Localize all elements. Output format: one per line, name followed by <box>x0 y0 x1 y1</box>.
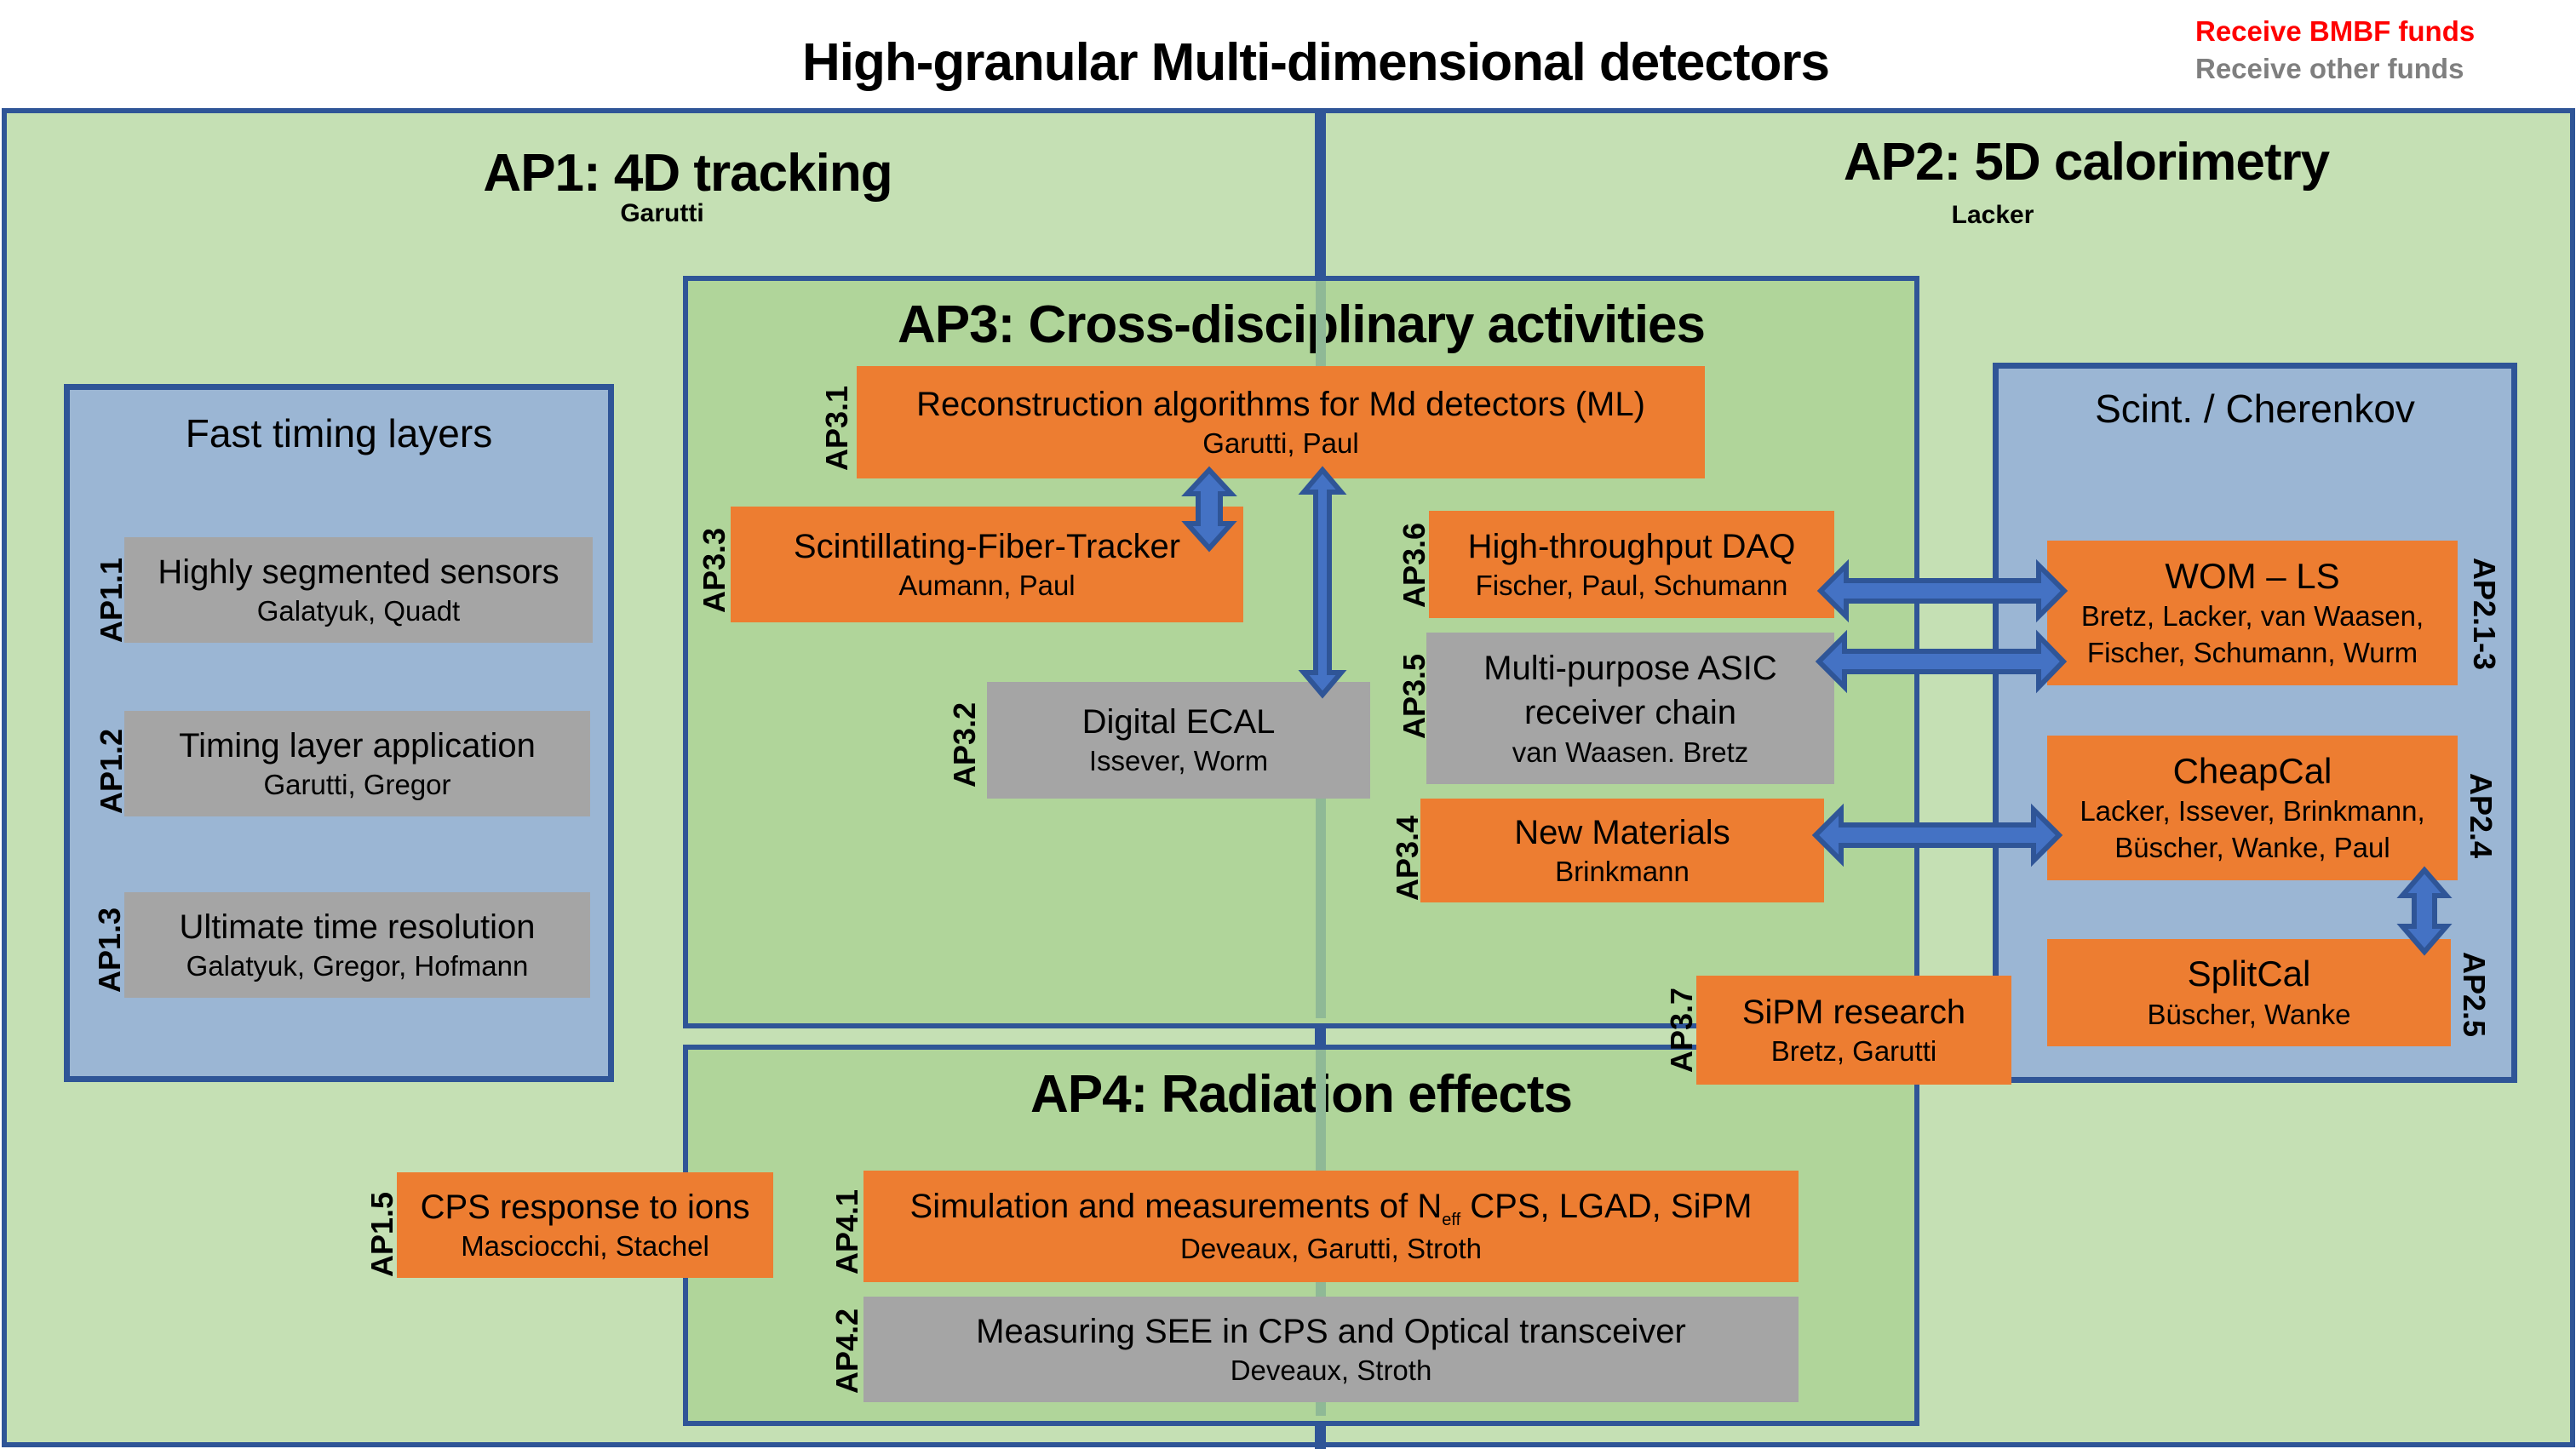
wp-title-sub: eff <box>1442 1211 1461 1230</box>
wp-title: Timing layer application <box>179 726 536 765</box>
wp-people-line1: Lacker, Issever, Brinkmann, <box>2080 795 2425 828</box>
wp-people: Aumann, Paul <box>898 569 1076 601</box>
wp-title: Scintillating-Fiber-Tracker <box>793 527 1181 565</box>
wp-ap3-7[interactable]: SiPM research Bretz, Garutti <box>1696 976 2011 1085</box>
wp-people: Garutti, Paul <box>1202 427 1359 459</box>
wp-people: Galatyuk, Gregor, Hofmann <box>186 949 529 982</box>
wp-ap4-2[interactable]: Measuring SEE in CPS and Optical transce… <box>863 1297 1799 1402</box>
wp-code-ap1-3: AP1.3 <box>92 907 127 993</box>
wp-ap1-1[interactable]: Highly segmented sensors Galatyuk, Quadt <box>124 537 593 643</box>
wp-code-ap2-1-3: AP2.1-3 <box>2467 558 2502 671</box>
wp-title: Reconstruction algorithms for Md detecto… <box>916 385 1645 423</box>
wp-ap4-1[interactable]: Simulation and measurements of Neff CPS,… <box>863 1171 1799 1282</box>
wp-ap2-1-3[interactable]: WOM – LS Bretz, Lacker, van Waasen, Fisc… <box>2047 541 2458 685</box>
wp-title: SplitCal <box>2187 954 2311 994</box>
wp-people-line2: Büscher, Wanke, Paul <box>2114 832 2390 864</box>
wp-ap1-3[interactable]: Ultimate time resolution Galatyuk, Grego… <box>124 892 590 998</box>
wp-ap1-5[interactable]: CPS response to ions Masciocchi, Stachel <box>397 1172 773 1278</box>
wp-code-ap3-5: AP3.5 <box>1397 653 1431 739</box>
wp-people: Deveaux, Garutti, Stroth <box>1180 1233 1482 1265</box>
wp-people: Deveaux, Stroth <box>1230 1354 1432 1386</box>
wp-ap3-3[interactable]: Scintillating-Fiber-Tracker Aumann, Paul <box>731 507 1243 622</box>
wp-title: Measuring SEE in CPS and Optical transce… <box>976 1312 1686 1350</box>
wp-code-ap3-3: AP3.3 <box>697 527 731 613</box>
wp-title: Digital ECAL <box>1081 703 1276 742</box>
wp-ap1-2[interactable]: Timing layer application Garutti, Gregor <box>124 711 590 816</box>
ap2-lead: Lacker <box>1951 201 2034 229</box>
wp-code-ap3-1: AP3.1 <box>819 385 854 471</box>
wp-people: Fischer, Paul, Schumann <box>1475 569 1788 601</box>
wp-people-line2: Fischer, Schumann, Wurm <box>2086 637 2418 669</box>
legend-other-funds: Receive other funds <box>2195 53 2464 84</box>
wp-code-ap1-1: AP1.1 <box>94 557 129 643</box>
wp-code-ap1-2: AP1.2 <box>94 728 129 814</box>
wp-code-ap3-6: AP3.6 <box>1397 522 1431 608</box>
wp-people: Issever, Worm <box>1088 745 1269 777</box>
wp-people: Brinkmann <box>1555 855 1690 887</box>
wp-title: Simulation and measurements of Neff CPS,… <box>910 1185 1753 1231</box>
wp-code-ap2-4: AP2.4 <box>2464 773 2499 859</box>
wp-title: WOM – LS <box>2165 555 2340 596</box>
wp-ap2-5[interactable]: SplitCal Büscher, Wanke <box>2047 939 2451 1046</box>
wp-code-ap4-2: AP4.2 <box>829 1308 864 1394</box>
wp-title: New Materials <box>1514 813 1730 851</box>
ap1-heading: AP1: 4D tracking <box>483 144 892 203</box>
wp-ap3-5[interactable]: Multi-purpose ASIC receiver chain van Wa… <box>1426 633 1834 784</box>
wp-people: Büscher, Wanke <box>2147 998 2351 1030</box>
wp-code-ap3-4: AP3.4 <box>1390 815 1425 901</box>
diagram-title: High-granular Multi-dimensional detector… <box>802 33 1830 92</box>
wp-title: Ultimate time resolution <box>179 908 536 946</box>
wp-ap3-6[interactable]: High-throughput DAQ Fischer, Paul, Schum… <box>1429 511 1834 618</box>
wp-title: CheapCal <box>2172 750 2332 791</box>
wp-people-line1: Bretz, Lacker, van Waasen, <box>2080 600 2424 633</box>
scint-cherenkov-title: Scint. / Cherenkov <box>2095 387 2415 431</box>
wp-title-post: CPS, LGAD, SiPM <box>1460 1188 1753 1226</box>
wp-title-pre: Simulation and measurements of N <box>909 1188 1443 1226</box>
wp-people: Masciocchi, Stachel <box>461 1229 709 1262</box>
wp-people: van Waasen. Bretz <box>1512 736 1749 768</box>
wp-people: Bretz, Garutti <box>1770 1034 1937 1067</box>
legend-bmbf-funds: Receive BMBF funds <box>2195 15 2476 47</box>
wp-code-ap3-2: AP3.2 <box>947 702 982 788</box>
wp-title: Highly segmented sensors <box>158 553 559 591</box>
wp-people: Galatyuk, Quadt <box>256 594 461 627</box>
wp-title: SiPM research <box>1741 993 1966 1031</box>
ap3-heading: AP3: Cross-disciplinary activities <box>897 295 1706 354</box>
ap4-heading: AP4: Radiation effects <box>1030 1065 1573 1124</box>
wp-code-ap2-5: AP2.5 <box>2457 952 2492 1038</box>
wp-title: Multi-purpose ASIC receiver chain <box>1483 649 1777 731</box>
wp-ap2-4[interactable]: CheapCal Lacker, Issever, Brinkmann, Büs… <box>2047 736 2458 880</box>
wp-code-ap3-7: AP3.7 <box>1664 987 1699 1073</box>
wp-code-ap4-1: AP4.1 <box>829 1188 864 1274</box>
wp-title: High-throughput DAQ <box>1467 527 1796 565</box>
ap1-lead: Garutti <box>620 199 704 227</box>
wp-ap3-4[interactable]: New Materials Brinkmann <box>1420 799 1824 902</box>
wp-code-ap1-5: AP1.5 <box>364 1191 399 1277</box>
fast-timing-title: Fast timing layers <box>185 411 493 455</box>
wp-people: Garutti, Gregor <box>263 768 451 800</box>
wp-ap3-2[interactable]: Digital ECAL Issever, Worm <box>987 682 1370 799</box>
wp-title: CPS response to ions <box>420 1188 750 1226</box>
ap2-heading: AP2: 5D calorimetry <box>1843 133 2330 192</box>
wp-ap3-1[interactable]: Reconstruction algorithms for Md detecto… <box>857 366 1705 478</box>
